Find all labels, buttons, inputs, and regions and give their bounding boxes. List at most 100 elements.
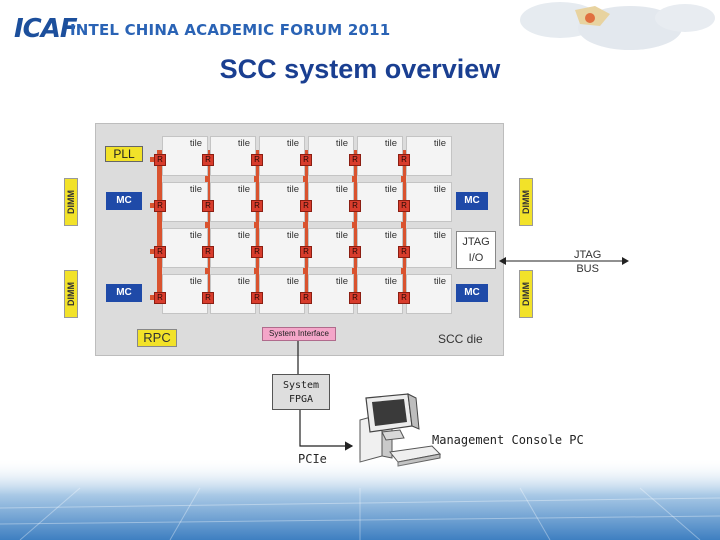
router: R [251, 246, 263, 258]
tile-label: tile [237, 276, 250, 287]
router: R [300, 292, 312, 304]
router: R [154, 246, 166, 258]
jtag-io-block: JTAG I/O [456, 231, 496, 269]
tile-label: tile [286, 138, 299, 149]
tile: tile [210, 136, 256, 176]
router: R [300, 246, 312, 258]
tile-label: tile [335, 184, 348, 195]
router: R [251, 200, 263, 212]
router: R [300, 200, 312, 212]
forum-title: INTEL CHINA ACADEMIC FORUM 2011 [70, 21, 391, 39]
scc-die-label: SCC die [438, 332, 483, 346]
icaf-logo: ICAF [14, 14, 78, 44]
jtag-io-label-line1: JTAG [462, 236, 490, 248]
mesh-col-link [401, 150, 406, 300]
tile: tile [357, 182, 403, 222]
router: R [251, 292, 263, 304]
tile-label: tile [335, 276, 348, 287]
tile-label: tile [433, 184, 446, 195]
mesh-col-link [254, 150, 259, 300]
tile: tile [406, 274, 452, 314]
jtag-bus-line1: JTAG [574, 249, 602, 261]
tile: tile [210, 182, 256, 222]
router: R [398, 200, 410, 212]
router: R [300, 154, 312, 166]
tile: tile [406, 228, 452, 268]
tile-label: tile [384, 184, 397, 195]
fpga-label-line2: FPGA [288, 394, 314, 405]
mesh-col-link [352, 150, 357, 300]
tile: tile [406, 136, 452, 176]
router: R [398, 154, 410, 166]
system-interface-block: System Interface [262, 327, 336, 341]
pll-block: PLL [105, 146, 143, 162]
tile-label: tile [384, 276, 397, 287]
router: R [349, 200, 361, 212]
slide-title: SCC system overview [219, 54, 501, 84]
tile-label: tile [433, 138, 446, 149]
management-console-label: Management Console PC [432, 433, 584, 447]
tile-label: tile [286, 230, 299, 241]
tile: tile [308, 136, 354, 176]
tile-label: tile [237, 138, 250, 149]
jtag-bus-label: JTAG BUS [574, 248, 601, 276]
tile-label: tile [237, 184, 250, 195]
tile: tile [259, 136, 305, 176]
tile-label: tile [189, 230, 202, 241]
mc-bottom-left: MC [106, 284, 142, 302]
tile-label: tile [335, 138, 348, 149]
mesh-col-link [303, 150, 308, 300]
router: R [398, 246, 410, 258]
tile: tile [162, 182, 208, 222]
tile: tile [357, 228, 403, 268]
router: R [349, 154, 361, 166]
dimm-top-right: DIMM [519, 178, 533, 226]
mesh-col-link [157, 150, 162, 300]
tile: tile [162, 274, 208, 314]
router: R [251, 154, 263, 166]
floor-decoration [0, 458, 720, 540]
rpc-block: RPC [137, 329, 177, 347]
fpga-label-line1: System [282, 380, 320, 391]
tile-label: tile [286, 184, 299, 195]
world-map-watermark [520, 2, 715, 50]
tile-label: tile [189, 184, 202, 195]
router: R [202, 154, 214, 166]
router: R [154, 200, 166, 212]
tile: tile [210, 274, 256, 314]
tile: tile [308, 182, 354, 222]
jtag-bus-line2: BUS [576, 263, 599, 275]
tile-label: tile [237, 230, 250, 241]
tile: tile [162, 136, 208, 176]
dimm-bottom-right: DIMM [519, 270, 533, 318]
router: R [398, 292, 410, 304]
router: R [349, 292, 361, 304]
mesh-col-link [205, 150, 210, 300]
pcie-line [299, 410, 354, 451]
tile: tile [259, 274, 305, 314]
tile-label: tile [189, 138, 202, 149]
mc-bottom-right: MC [456, 284, 488, 302]
router: R [154, 292, 166, 304]
dimm-bottom-left: DIMM [64, 270, 78, 318]
tile-label: tile [384, 230, 397, 241]
mc-top-right: MC [456, 192, 488, 210]
slide-header: ICAF INTEL CHINA ACADEMIC FORUM 2011 [0, 0, 720, 64]
mc-top-left: MC [106, 192, 142, 210]
router: R [349, 246, 361, 258]
jtag-io-label-line2: I/O [468, 252, 484, 264]
tile-label: tile [433, 276, 446, 287]
tile: tile [210, 228, 256, 268]
router: R [202, 246, 214, 258]
router: R [202, 292, 214, 304]
tile: tile [357, 274, 403, 314]
tile-label: tile [384, 138, 397, 149]
tile-label: tile [433, 230, 446, 241]
system-fpga-block: System FPGA [272, 374, 330, 410]
tile-label: tile [286, 276, 299, 287]
dimm-top-left: DIMM [64, 178, 78, 226]
tile-label: tile [335, 230, 348, 241]
router: R [154, 154, 166, 166]
router: R [202, 200, 214, 212]
